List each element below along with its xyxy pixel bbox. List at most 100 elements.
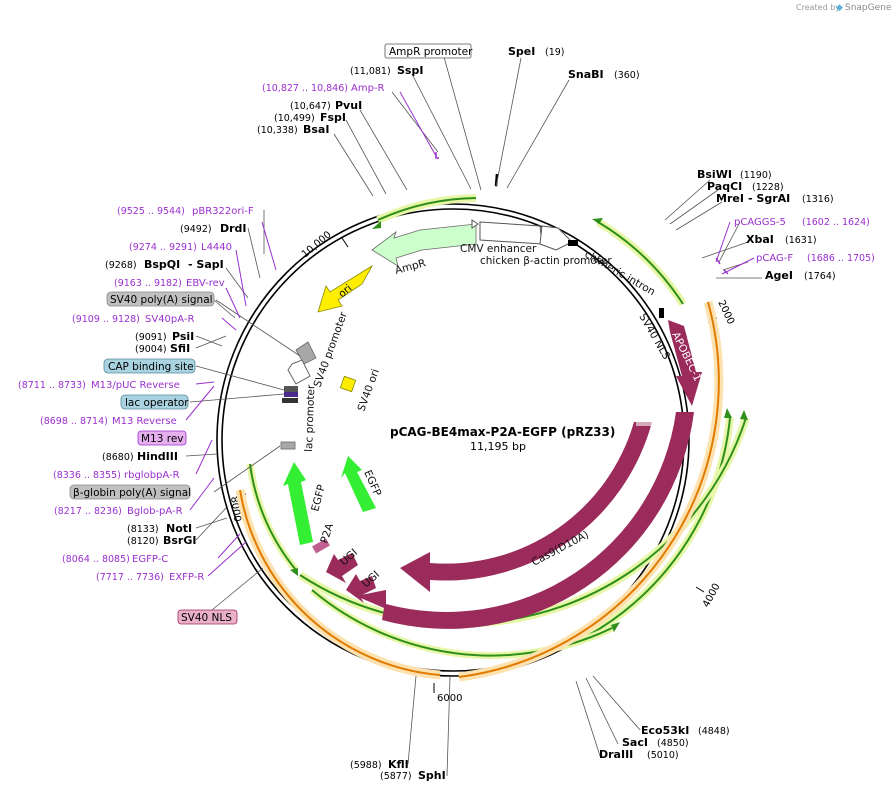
- primer-bglob[interactable]: Bglob-pA-R: [127, 506, 183, 517]
- primer-pbr322[interactable]: pBR322ori-F: [192, 206, 254, 217]
- site-bspqi[interactable]: BspQI: [144, 258, 180, 271]
- primer-rbglob-range: (8336 .. 8355): [53, 470, 121, 481]
- site-bsiwi[interactable]: BsiWI: [697, 168, 732, 181]
- p2a-block: [312, 538, 330, 554]
- orf-right-line: [575, 417, 731, 643]
- site-bsrgi[interactable]: BsrGI: [163, 534, 196, 547]
- label-cmv-enhancer: CMV enhancer: [460, 243, 537, 255]
- primer-pcagf[interactable]: pCAG-F: [756, 253, 793, 264]
- bglobin-polya-box[interactable]: [69, 484, 191, 500]
- cap-site-box[interactable]: [103, 358, 196, 374]
- tick-4000: 4000: [701, 582, 723, 610]
- primer-ebvrev[interactable]: EBV-rev: [186, 278, 225, 289]
- watermark-brand: SnapGene: [845, 3, 892, 13]
- orf-bottom-arrowhead: [611, 622, 620, 632]
- label-egfp-outer: EGFP: [309, 483, 328, 512]
- sv40-promoter-block: [295, 341, 317, 365]
- site-hindiii[interactable]: HindIII: [137, 450, 178, 463]
- egfp-arrows: [283, 456, 376, 545]
- m13-rev-box[interactable]: [137, 430, 187, 446]
- cas9-d10a-hatch: [636, 418, 652, 426]
- orf-ampr-line: [377, 197, 477, 221]
- site-snabi[interactable]: SnaBI: [568, 68, 604, 81]
- site-sphi-pos: (5877): [380, 771, 412, 782]
- m13-rev-label: M13 rev: [141, 433, 184, 445]
- site-hindiii-pos: (8680): [102, 452, 134, 463]
- watermark-created-by: Created by: [796, 3, 840, 12]
- primer-pcagf-range: (1686 .. 1705): [807, 253, 875, 264]
- site-sphi[interactable]: SphI: [418, 769, 446, 782]
- site-bsai[interactable]: BsaI: [303, 123, 329, 136]
- site-psii-pos: (9091): [135, 332, 167, 343]
- ampr-promoter-box[interactable]: [384, 43, 472, 59]
- outer-orf-ring: [235, 300, 724, 682]
- intron-marker: [568, 240, 578, 246]
- cas9-arrow: [356, 412, 694, 629]
- sv40-nls-box-label: SV40 NLS: [181, 612, 232, 624]
- scale-ticks: 10,000 2000 4000 6000 8000: [228, 229, 736, 704]
- small-features: [280, 341, 357, 450]
- site-paqci[interactable]: PaqCI: [707, 180, 742, 193]
- orf-ampr-arrowhead: [372, 221, 381, 229]
- primer-ebvrev-range: (9163 .. 9182): [114, 278, 182, 289]
- actin-promoter-block: [539, 225, 573, 251]
- lac-operator-block: [284, 392, 298, 397]
- sv40-nls-box[interactable]: [177, 609, 238, 625]
- primer-rbglob[interactable]: rbglobpA-R: [124, 470, 180, 481]
- orf-left-line: [249, 463, 297, 571]
- site-noti-pos: (8133): [127, 524, 159, 535]
- sv40-ori-block: [339, 375, 357, 393]
- primer-m13r[interactable]: M13 Reverse: [112, 416, 177, 427]
- orf-long-arrowhead: [740, 410, 748, 420]
- primer-m13puc[interactable]: M13/pUC Reverse: [91, 380, 180, 391]
- site-pvui[interactable]: PvuI: [335, 99, 362, 112]
- site-pvui-pos: (10,647): [290, 101, 331, 112]
- sv40-polya-box[interactable]: [106, 291, 215, 307]
- site-saci[interactable]: SacI: [622, 736, 648, 749]
- lac-promoter-block: [280, 441, 296, 450]
- primer-ampr[interactable]: Amp-R: [351, 83, 385, 94]
- primer-egfpc[interactable]: EGFP-C: [132, 554, 168, 565]
- site-eco53ki[interactable]: Eco53kI: [641, 724, 689, 737]
- ugi2-arrow: [346, 574, 376, 603]
- sv40-promoter-arrow: [287, 359, 311, 385]
- orf-right-arrowhead: [724, 408, 732, 418]
- site-sapi[interactable]: - SapI: [188, 258, 224, 271]
- primer-l4440[interactable]: L4440: [201, 242, 232, 253]
- site-drdi[interactable]: DrdI: [220, 222, 247, 235]
- site-spei[interactable]: SpeI: [508, 45, 535, 58]
- primer-bglob-range: (8217 .. 8236): [54, 506, 122, 517]
- orf-top-right-arrowhead: [592, 218, 603, 224]
- site-agei[interactable]: AgeI: [765, 269, 793, 282]
- site-draiii[interactable]: DraIII: [599, 748, 633, 761]
- sv40-nls-marker: [659, 308, 664, 318]
- primer-egfpc-range: (8064 .. 8085): [62, 554, 130, 565]
- lac-operator-label: lac operator: [125, 397, 189, 409]
- site-sgrai[interactable]: - SgrAI: [748, 192, 790, 205]
- site-sfii[interactable]: SfiI: [170, 342, 190, 355]
- orf-long-line: [299, 417, 747, 625]
- egfp-inner-arrow: [341, 456, 376, 512]
- site-kfli[interactable]: KflI: [388, 758, 409, 771]
- primer-pcaggs5[interactable]: pCAGGS-5: [734, 217, 786, 228]
- cas-arrows: [312, 320, 702, 629]
- site-snabi-pos: (360): [614, 70, 640, 81]
- site-psii[interactable]: PsiI: [172, 330, 194, 343]
- lac-operator-box[interactable]: [120, 394, 189, 410]
- orf-left-arrowhead: [290, 568, 298, 576]
- site-mrei[interactable]: MreI: [716, 192, 744, 205]
- site-noti[interactable]: NotI: [166, 522, 192, 535]
- cas9-d10a-arrow: [400, 422, 652, 592]
- primer-exfpr[interactable]: EXFP-R: [169, 572, 204, 583]
- site-sspi[interactable]: SspI: [397, 64, 423, 77]
- site-eco53ki-pos: (4848): [698, 726, 730, 737]
- primer-sv40par[interactable]: SV40pA-R: [145, 314, 194, 325]
- site-saci-pos: (4850): [657, 738, 689, 749]
- site-xbai[interactable]: XbaI: [746, 233, 774, 246]
- label-ampr: AmpR: [394, 257, 427, 277]
- primer-l4440-range: (9274 .. 9291): [129, 242, 197, 253]
- primer-pcaggs5-range: (1602 .. 1624): [802, 217, 870, 228]
- site-fspi[interactable]: FspI: [320, 111, 346, 124]
- origin-tick: [494, 173, 499, 187]
